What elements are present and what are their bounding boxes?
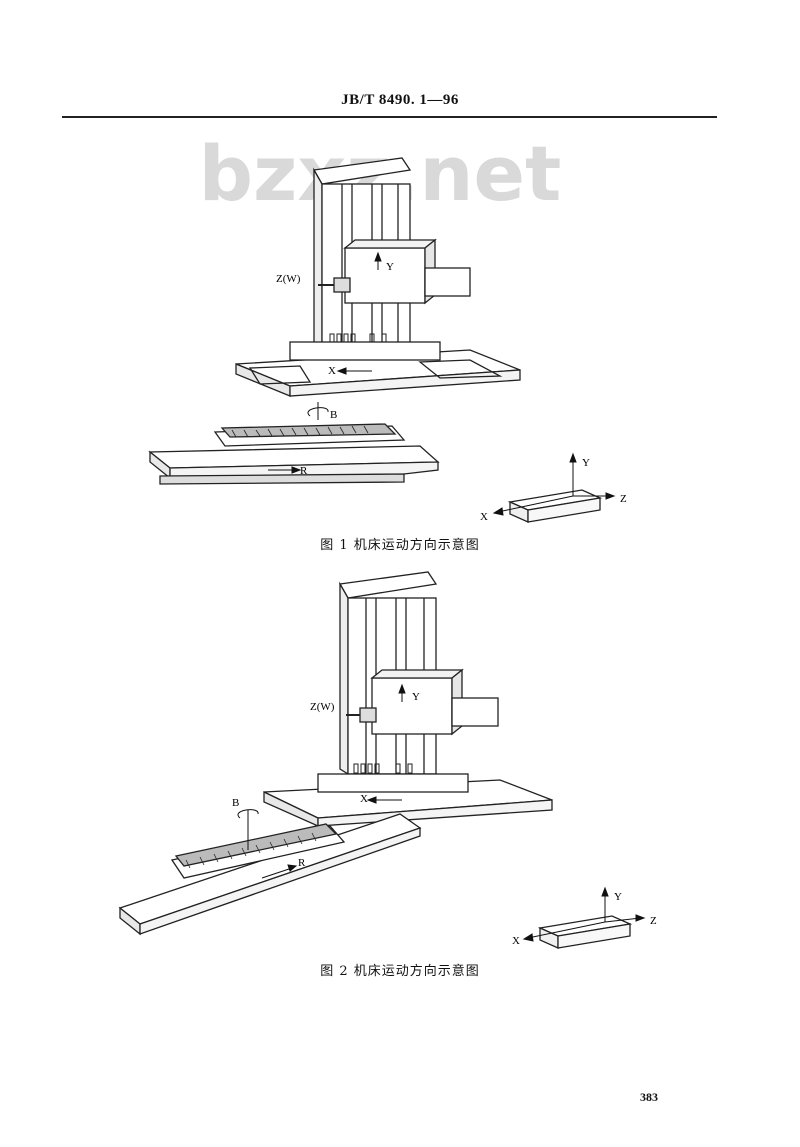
fig2-label-y: Y — [412, 691, 420, 703]
fig2-label-x: X — [360, 793, 368, 805]
fig2-axis-x: X — [512, 935, 520, 947]
figure-2-drawing: Z(W) Y X B R Y Z X — [118, 571, 657, 950]
fig1-label-r: R — [300, 465, 308, 477]
fig1-axis-z: Z — [620, 493, 627, 505]
figure-1-drawing: Z(W) Y X B R Y Z X — [148, 157, 627, 524]
fig2-label-zw: Z(W) — [310, 701, 335, 713]
page-number: 383 — [640, 1090, 658, 1104]
fig1-label-y: Y — [386, 261, 394, 273]
figure-2-caption: 图 2 机床运动方向示意图 — [320, 964, 480, 979]
fig2-label-r: R — [298, 857, 306, 869]
fig1-label-zw: Z(W) — [276, 273, 301, 285]
fig2-label-b: B — [232, 797, 239, 809]
fig1-axis-x: X — [480, 511, 488, 523]
fig1-axis-y: Y — [582, 457, 590, 469]
fig1-label-b: B — [330, 409, 337, 421]
fig1-label-x: X — [328, 365, 336, 377]
fig2-axis-y: Y — [614, 891, 622, 903]
figure-1-caption: 图 1 机床运动方向示意图 — [320, 538, 480, 553]
fig2-axis-z: Z — [650, 915, 657, 927]
header-rule — [62, 116, 717, 118]
standard-number: JB/T 8490. 1—96 — [341, 92, 459, 108]
